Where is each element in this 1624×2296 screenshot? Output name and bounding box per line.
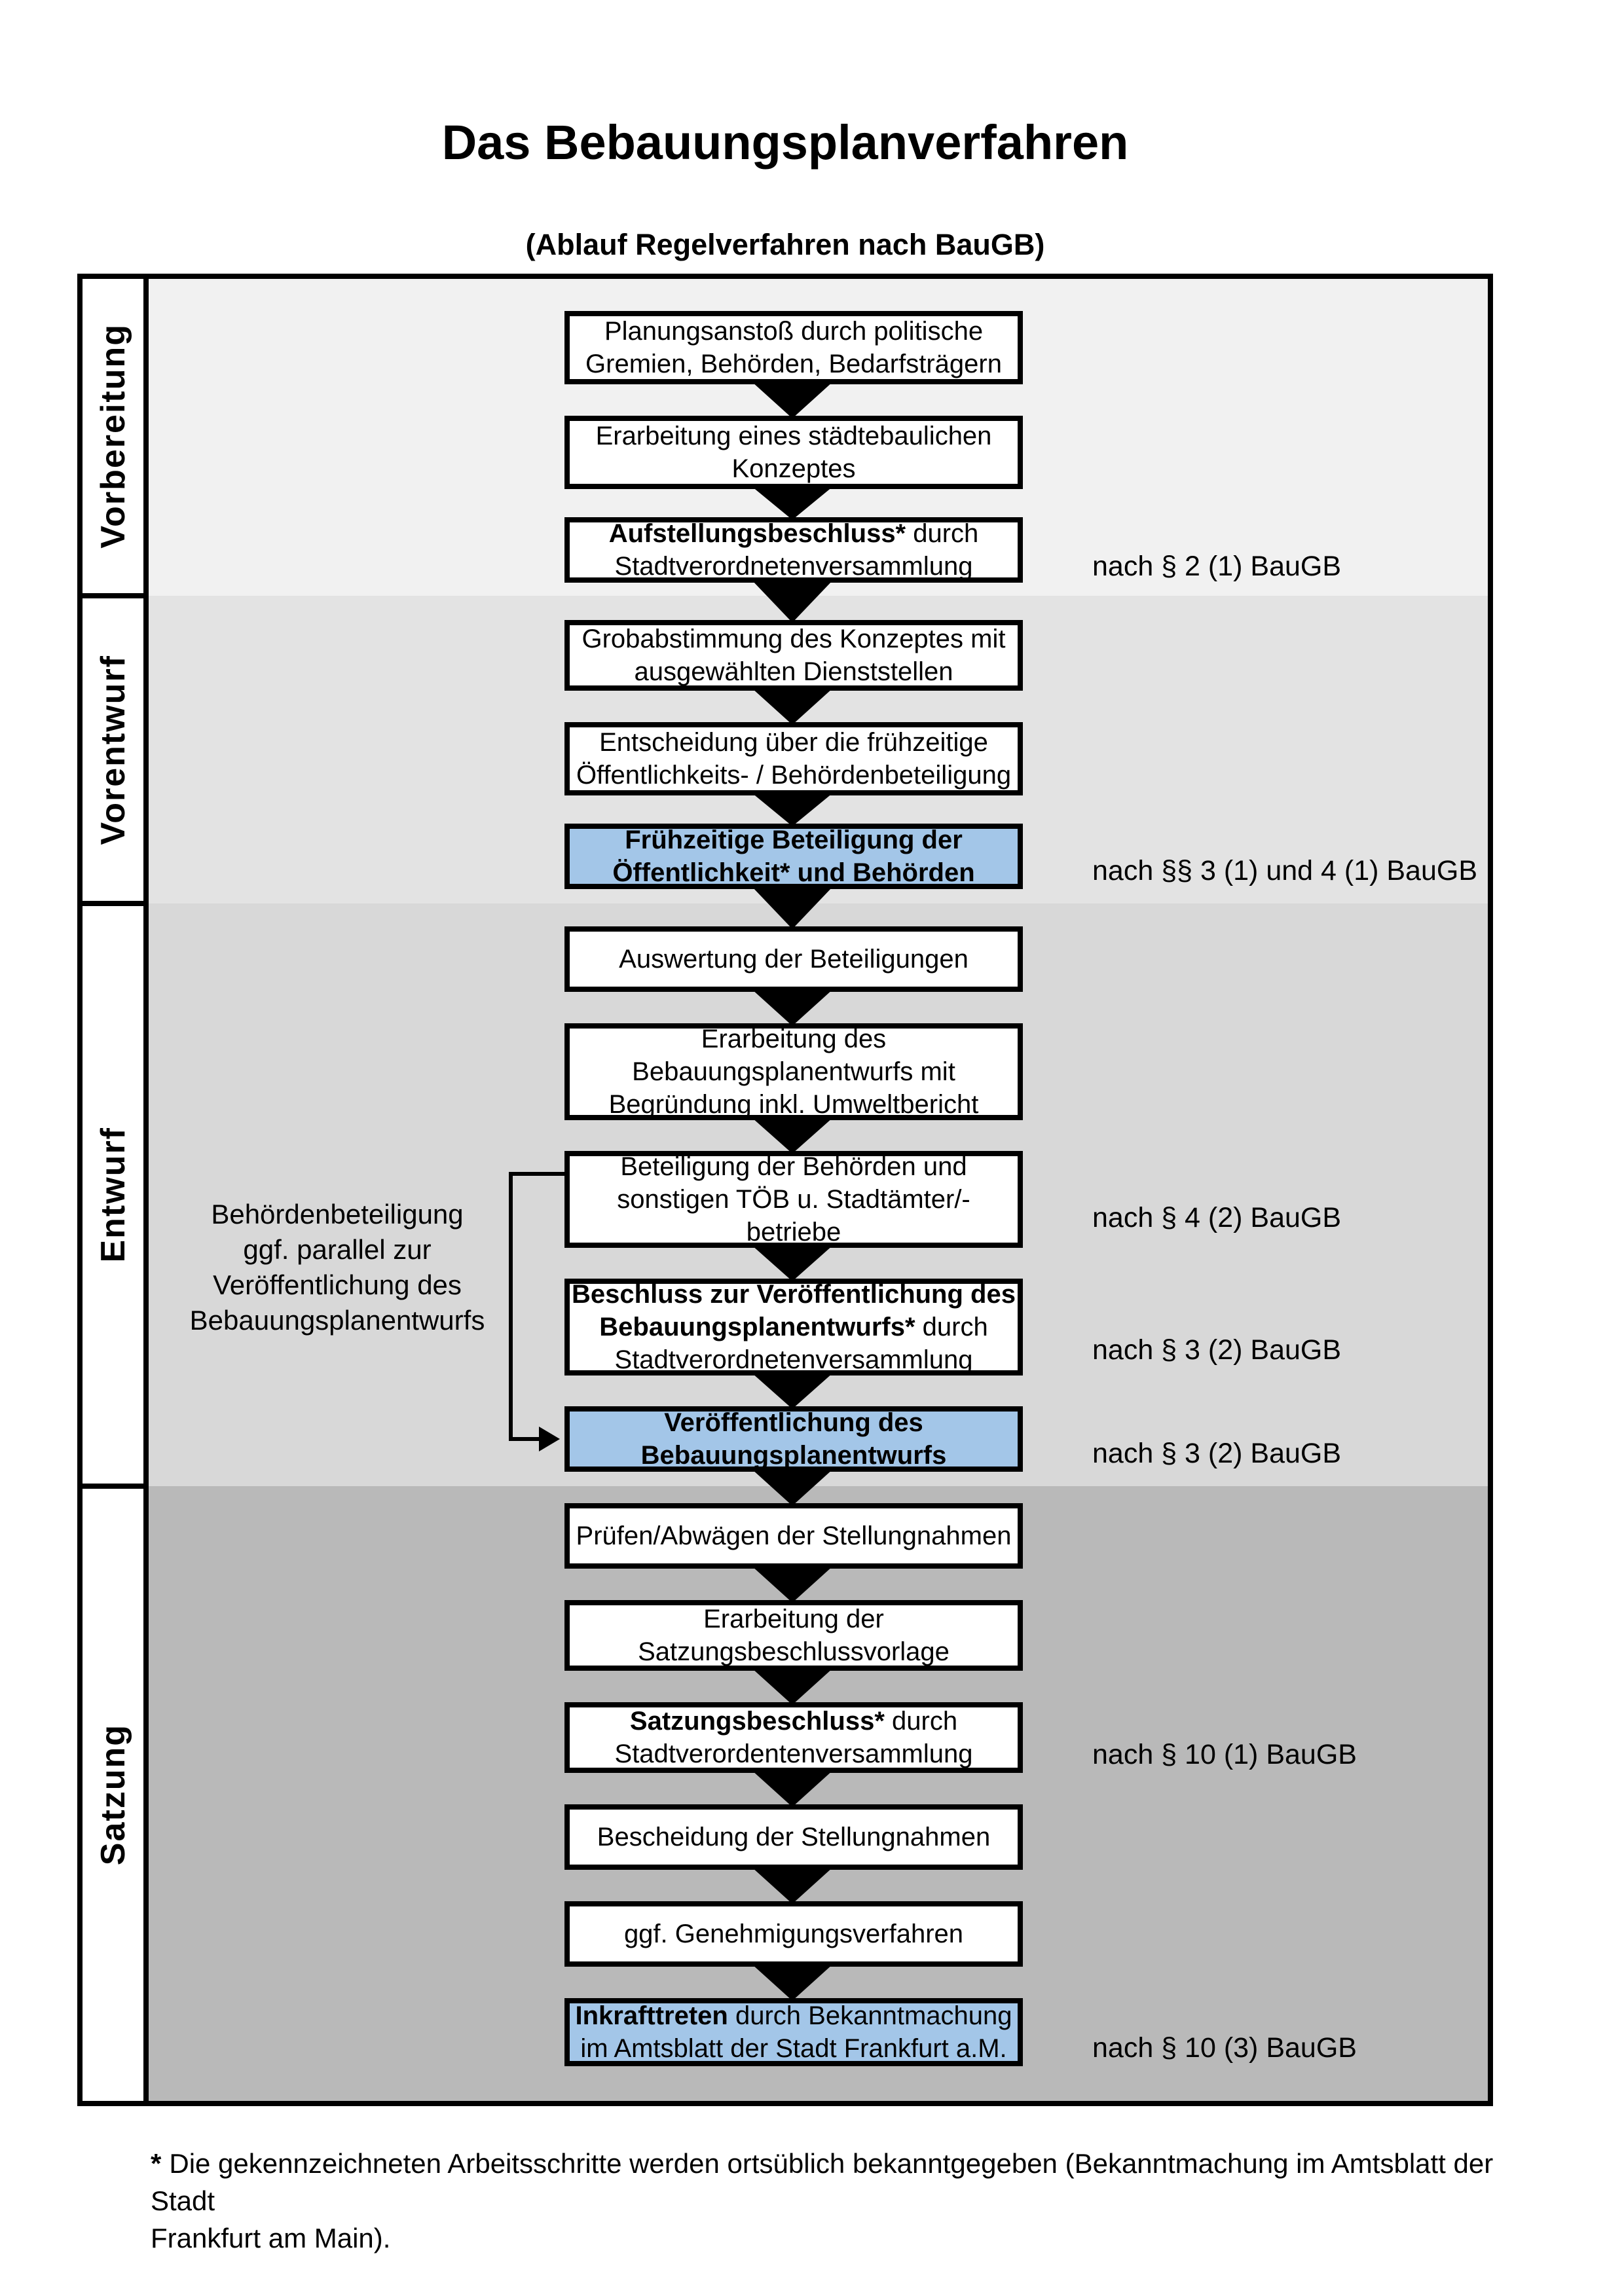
legal-ref-fruehzeitige-beteiligung: nach §§ 3 (1) und 4 (1) BauGB: [1092, 855, 1478, 886]
legal-ref-aufstellungsbeschluss: nach § 2 (1) BauGB: [1092, 551, 1342, 582]
phase-column-divider: [143, 279, 149, 2101]
footnote-line-2: Frankfurt am Main).: [151, 2223, 391, 2253]
side-note-behoerdenbeteiligung: Behördenbeteiligung ggf. parallel zur Ve…: [167, 1197, 507, 1338]
phase-row-divider: [83, 901, 149, 906]
side-note-line: Veröffentlichung des: [213, 1269, 462, 1300]
arrow-down-icon: [752, 580, 833, 623]
legal-ref-beschluss-veroeffentlichung: nach § 3 (2) BauGB: [1092, 1334, 1342, 1366]
arrow-down-icon: [752, 989, 833, 1026]
arrow-down-icon: [752, 486, 833, 520]
legal-ref-behoerdenbeteiligung: nach § 4 (2) BauGB: [1092, 1202, 1342, 1233]
arrow-right-icon: [539, 1427, 560, 1451]
arrow-down-icon: [752, 1770, 833, 1807]
flow-box-text: Prüfen/Abwägen der Stellungnahmen: [576, 1522, 1012, 1550]
arrow-down-icon: [752, 793, 833, 826]
footnote: *Die gekennzeichneten Arbeitsschritte we…: [151, 2145, 1506, 2257]
flow-box-7: Auswertung der Beteiligungen: [564, 926, 1023, 992]
page-subtitle: (Ablauf Regelverfahren nach BauGB): [525, 228, 1045, 261]
arrow-down-icon: [752, 1245, 833, 1281]
arrow-down-icon: [752, 1373, 833, 1409]
phase-label-entwurf: Entwurf: [83, 906, 143, 1484]
diagram-frame: [77, 274, 1493, 2106]
phase-label-vorentwurf: Vorentwurf: [83, 598, 143, 901]
legal-ref-satzungsbeschluss: nach § 10 (1) BauGB: [1092, 1739, 1357, 1770]
phase-label-vorbereitung: Vorbereitung: [83, 279, 143, 593]
arrow-down-icon: [752, 382, 833, 418]
bracket-top-line: [509, 1172, 564, 1176]
arrow-down-icon: [752, 1668, 833, 1705]
bracket-vertical-line: [509, 1172, 513, 1441]
arrow-down-icon: [752, 1964, 833, 2001]
flow-box-12: Prüfen/Abwägen der Stellungnahmen: [564, 1503, 1023, 1569]
phase-row-divider: [83, 1484, 149, 1489]
flow-box-text: ggf. Genehmigungsverfahren: [623, 1920, 964, 1948]
arrow-down-icon: [752, 1566, 833, 1603]
flow-box-text: Auswertung der Beteiligungen: [619, 945, 969, 974]
flow-box-16: ggf. Genehmigungsverfahren: [564, 1901, 1023, 1967]
arrow-down-icon: [752, 1469, 833, 1506]
legal-ref-veroeffentlichung: nach § 3 (2) BauGB: [1092, 1438, 1342, 1469]
phase-label-satzung: Satzung: [83, 1489, 143, 2101]
arrow-down-icon: [752, 886, 833, 929]
flow-box-text: Bescheidung der Stellungnahmen: [597, 1823, 991, 1851]
footnote-line-1: *Die gekennzeichneten Arbeitsschritte we…: [151, 2148, 1494, 2216]
arrow-down-icon: [752, 688, 833, 725]
flow-box-15: Bescheidung der Stellungnahmen: [564, 1804, 1023, 1870]
side-note-line: Behördenbeteiligung: [211, 1199, 464, 1230]
legal-ref-inkrafttreten: nach § 10 (3) BauGB: [1092, 2032, 1357, 2064]
side-note-line: ggf. parallel zur: [243, 1234, 432, 1265]
bracket-bottom-line: [509, 1437, 542, 1441]
page-title: Das Bebauungsplanverfahren: [441, 115, 1129, 170]
phase-row-divider: [83, 593, 149, 598]
asterisk-marker: *: [151, 2148, 162, 2179]
arrow-down-icon: [752, 1118, 833, 1154]
arrow-down-icon: [752, 1867, 833, 1904]
side-note-line: Bebauungsplanentwurfs: [189, 1305, 485, 1336]
